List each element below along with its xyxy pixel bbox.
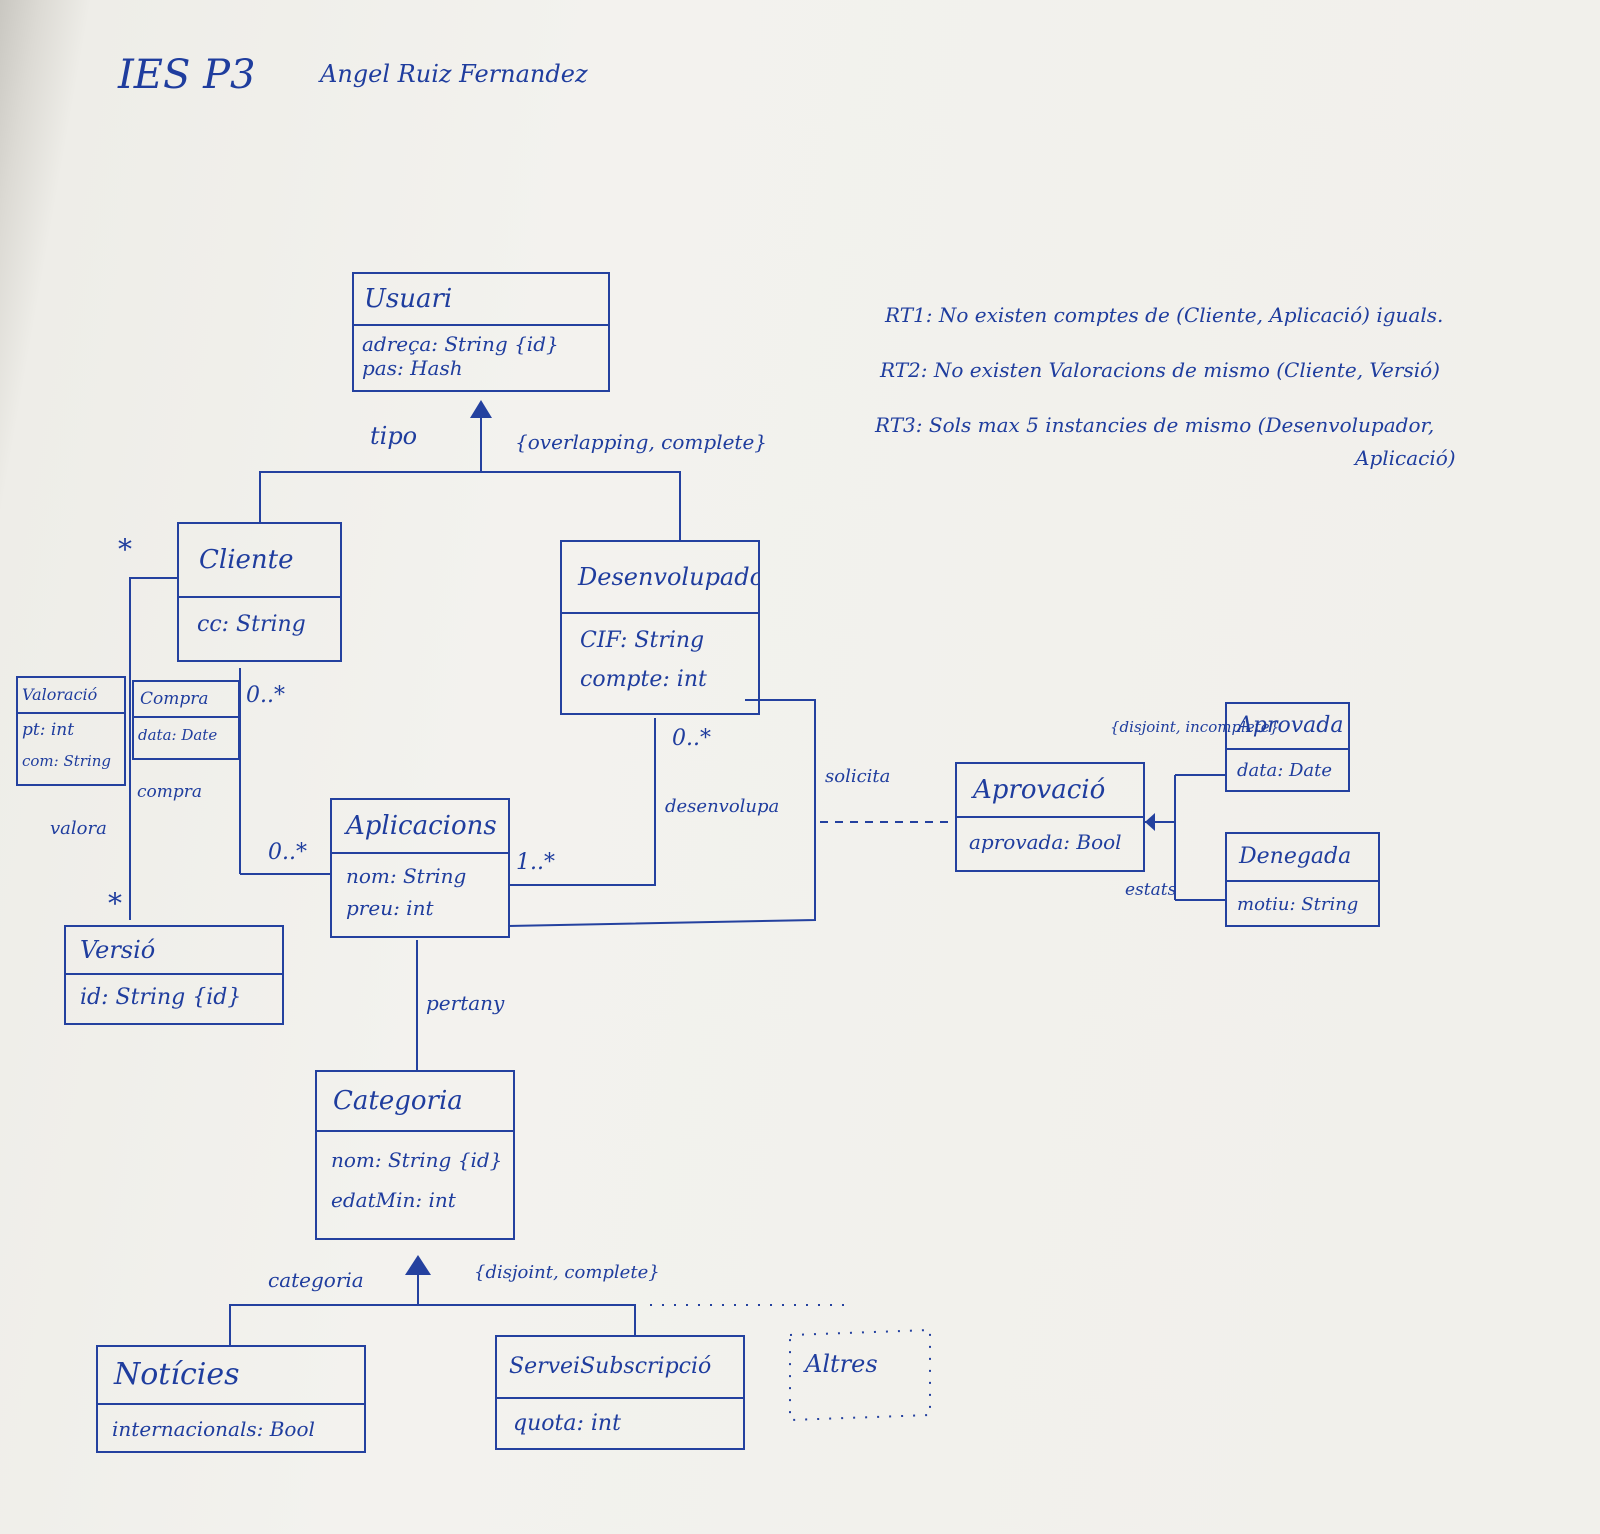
attr: adreça: String {id} — [362, 332, 559, 356]
class-cliente[interactable]: Cliente cc: String — [177, 522, 342, 662]
assoc-solicita — [507, 699, 816, 927]
label-solicita: solicita — [825, 766, 891, 787]
gen-branches-categoria — [229, 1304, 636, 1345]
attr: compte: int — [580, 667, 707, 692]
class-name: Usuari — [354, 274, 608, 326]
label-disjoint-incomplete: {disjoint, incomplete} — [1110, 718, 1280, 736]
attr: CIF: String — [580, 628, 705, 653]
class-name: Aplicacions — [332, 800, 508, 854]
class-aplicacions[interactable]: Aplicacions nom: String preu: int — [330, 798, 510, 938]
label-valora: valora — [50, 818, 107, 839]
attr: motiu: String — [1237, 894, 1359, 915]
attr: cc: String — [197, 612, 306, 637]
mult-desenv: 0..* — [672, 726, 711, 751]
class-name: Compra — [134, 682, 238, 718]
generalization-arrow-categoria — [405, 1255, 431, 1275]
attr: data: Date — [138, 726, 218, 744]
attr: nom: String — [346, 864, 467, 888]
attr: nom: String {id} — [331, 1148, 503, 1172]
attr: quota: int — [513, 1411, 621, 1436]
generalization-arrow-usuari — [470, 400, 492, 418]
generalization-arrow-aprovacio — [1145, 813, 1155, 831]
attr: pas: Hash — [362, 356, 463, 380]
attr: com: String — [22, 752, 112, 770]
attr: data: Date — [1237, 760, 1333, 781]
class-versio[interactable]: Versió id: String {id} — [64, 925, 284, 1025]
gen-branches-usuari — [259, 471, 681, 540]
label-compra: compra — [137, 782, 203, 802]
attr: id: String {id} — [80, 985, 242, 1010]
author-name: Angel Ruiz Fernandez — [320, 60, 588, 88]
attr: preu: int — [346, 896, 434, 920]
mult-compra-app: 0..* — [268, 840, 307, 865]
class-valoracio[interactable]: Valoració pt: int com: String — [16, 676, 126, 786]
class-name: Desenvolupador — [562, 542, 758, 614]
assoc-desenvolupa — [508, 718, 656, 886]
mult-star-cliente: * — [118, 533, 132, 566]
class-denegada[interactable]: Denegada motiu: String — [1225, 832, 1380, 927]
label-tipo: tipo — [370, 422, 418, 450]
mult-app-desenv: 1..* — [516, 850, 555, 875]
class-name: Denegada — [1227, 834, 1378, 882]
class-name: Aprovada — [1227, 704, 1348, 750]
mult-compra-cliente: 0..* — [246, 683, 285, 708]
attr: edatMin: int — [331, 1188, 456, 1212]
class-name: Valoració — [18, 678, 124, 714]
restriction-2: RT2: No existen Valoracions de mismo (Cl… — [880, 358, 1440, 382]
class-name: ServeiSubscripció — [497, 1337, 743, 1399]
class-name: Notícies — [98, 1347, 364, 1405]
mult-star-versio: * — [108, 887, 122, 920]
class-name: Categoria — [317, 1072, 513, 1132]
restriction-3: RT3: Sols max 5 instancies de mismo (Des… — [875, 413, 1435, 437]
class-aprovada[interactable]: Aprovada data: Date — [1225, 702, 1350, 792]
class-aprovacio[interactable]: Aprovació aprovada: Bool — [955, 762, 1145, 872]
class-servei-subscripcio[interactable]: ServeiSubscripció quota: int — [495, 1335, 745, 1450]
class-categoria[interactable]: Categoria nom: String {id} edatMin: int — [315, 1070, 515, 1240]
label-desenvolupa: desenvolupa — [665, 796, 780, 817]
class-name: Versió — [66, 927, 282, 975]
attr: internacionals: Bool — [112, 1417, 315, 1441]
class-usuari[interactable]: Usuari adreça: String {id} pas: Hash — [352, 272, 610, 392]
label-categoria-gen: categoria — [268, 1268, 364, 1292]
class-name: Cliente — [179, 524, 340, 598]
class-name: Aprovació — [957, 764, 1143, 818]
label-altres: Altres — [805, 1350, 878, 1378]
label-estats: estats — [1125, 880, 1177, 900]
attr: pt: int — [22, 720, 75, 740]
assoc-cliente-versio — [129, 577, 177, 920]
label-overlapping: {overlapping, complete} — [515, 430, 768, 454]
course-title: IES P3 — [118, 52, 256, 98]
label-disjoint-complete: {disjoint, complete} — [474, 1262, 660, 1283]
label-pertany: pertany — [426, 991, 505, 1015]
restriction-3-cont: Aplicació) — [1355, 446, 1456, 470]
attr: aprovada: Bool — [969, 830, 1122, 854]
class-desenvolupador[interactable]: Desenvolupador CIF: String compte: int — [560, 540, 760, 715]
restriction-1: RT1: No existen comptes de (Cliente, Apl… — [885, 303, 1444, 327]
class-noticies[interactable]: Notícies internacionals: Bool — [96, 1345, 366, 1453]
class-compra[interactable]: Compra data: Date — [132, 680, 240, 760]
